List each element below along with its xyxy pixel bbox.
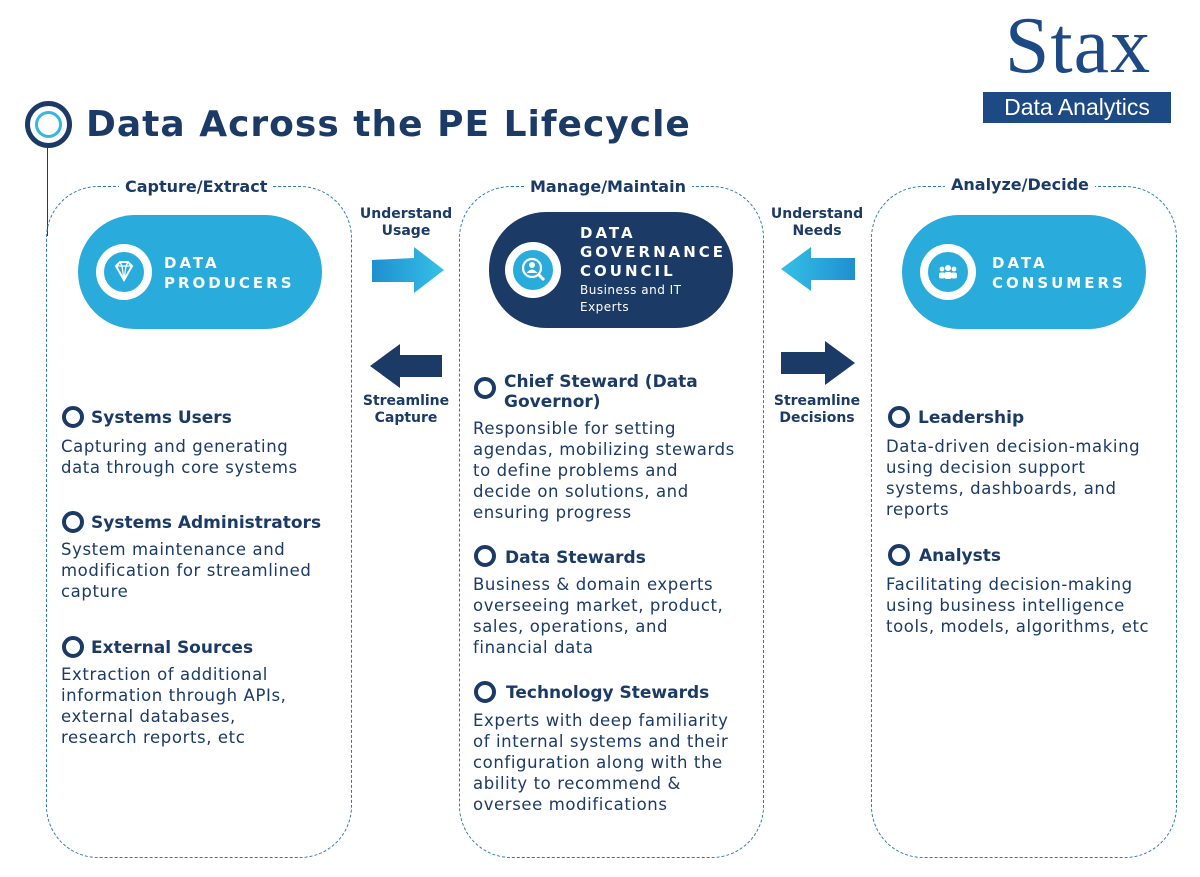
- data-consumers-pill: DATA CONSUMERS: [902, 215, 1146, 329]
- manage-panel-label: Manage/Maintain: [524, 177, 692, 197]
- title-ring-icon: [25, 101, 72, 148]
- producers-line2: PRODUCERS: [164, 274, 295, 292]
- item-title-external-sources: External Sources: [91, 638, 254, 658]
- left-arrow-icon: [370, 344, 442, 388]
- right-arrow-icon: [781, 341, 855, 385]
- page-title: Data Across the PE Lifecycle: [86, 104, 691, 145]
- consumers-line2: CONSUMERS: [992, 274, 1126, 292]
- item-title-technology-stewards: Technology Stewards: [506, 683, 710, 703]
- capture-panel-label: Capture/Extract: [119, 177, 274, 197]
- item-title-analysts: Analysts: [919, 546, 1002, 566]
- logo-wordmark: Stax: [1004, 2, 1152, 90]
- people-icon: [920, 244, 976, 300]
- bullet-icon: [474, 377, 496, 399]
- left-arrow-icon: [781, 247, 855, 291]
- governance-line1: DATA: [580, 224, 636, 242]
- data-producers-pill: DATA PRODUCERS: [78, 215, 322, 329]
- bullet-icon: [888, 544, 910, 566]
- bullet-icon: [62, 636, 84, 658]
- item-title-systems-administrators: Systems Administrators: [91, 513, 322, 533]
- logo-subtitle: Data Analytics: [983, 92, 1171, 123]
- bullet-icon: [62, 511, 84, 533]
- magnifier-user-icon: [505, 242, 561, 298]
- bullet-icon: [888, 406, 910, 428]
- governance-sub1: Business and IT: [580, 283, 682, 297]
- bullet-icon: [474, 681, 496, 703]
- title-connector-line: [47, 146, 48, 236]
- item-title-data-stewards: Data Stewards: [505, 548, 646, 568]
- diamond-icon: [96, 244, 152, 300]
- governance-line3: COUNCIL: [580, 262, 676, 280]
- analyze-panel-label: Analyze/Decide: [945, 175, 1095, 195]
- governance-line2: GOVERNANCE: [580, 243, 727, 261]
- item-title-leadership: Leadership: [918, 408, 1025, 428]
- right-arrow-icon: [372, 247, 444, 293]
- producers-line1: DATA: [164, 254, 220, 272]
- bullet-icon: [62, 406, 84, 428]
- consumers-line1: DATA: [992, 254, 1048, 272]
- item-title-systems-users: Systems Users: [91, 408, 232, 428]
- data-governance-council-pill: DATA GOVERNANCE COUNCIL Business and IT …: [489, 212, 733, 328]
- bullet-icon: [474, 545, 496, 567]
- governance-sub2: Experts: [580, 300, 630, 314]
